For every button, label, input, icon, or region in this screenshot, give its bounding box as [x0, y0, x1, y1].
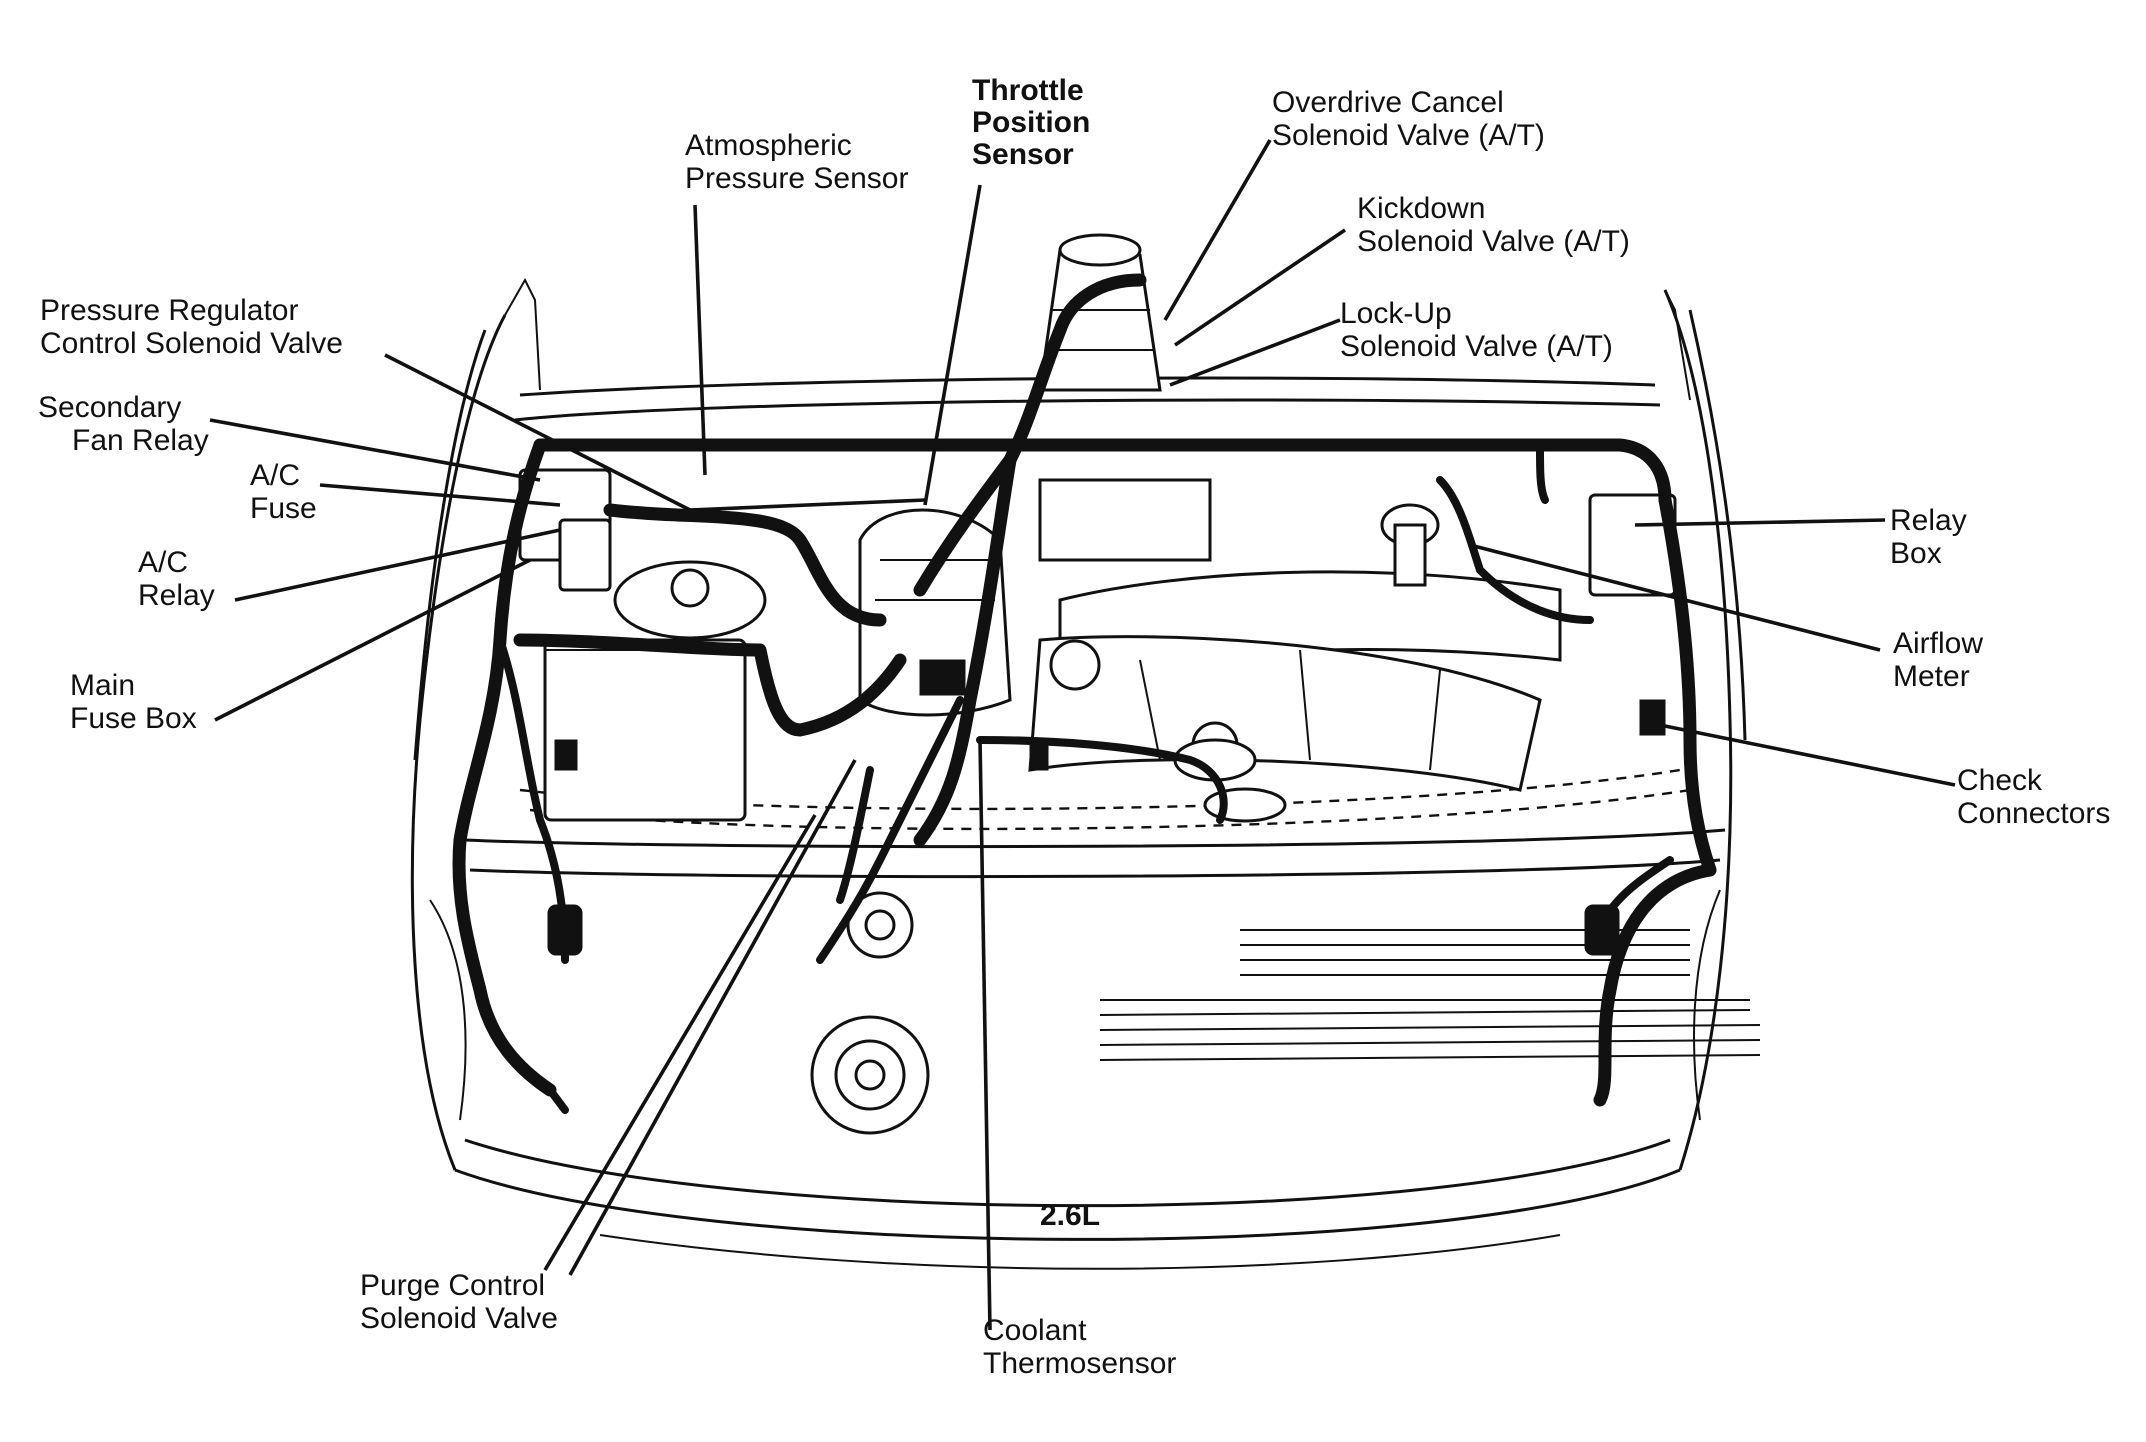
battery — [543, 638, 747, 822]
label-main-fuse-box: Main Fuse Box — [70, 669, 197, 735]
label-lock-up-solenoid-valve: Lock-Up Solenoid Valve (A/T) — [1340, 297, 1613, 363]
label-airflow-meter: Airflow Meter — [1893, 627, 1991, 693]
engine-components — [518, 233, 1677, 1135]
label-check-connectors: Check Connectors — [1957, 764, 2110, 830]
label-throttle-position-sensor: Throttle Position Sensor — [972, 74, 1099, 171]
wiring-harness — [452, 273, 1717, 1114]
label-relay-box: Relay Box — [1890, 504, 1975, 570]
label-pressure-regulator-control-solenoid-valve: Pressure Regulator Control Solenoid Valv… — [40, 294, 343, 360]
label-kickdown-solenoid-valve: Kickdown Solenoid Valve (A/T) — [1357, 192, 1630, 258]
label-purge-control-solenoid-valve: Purge Control Solenoid Valve — [360, 1269, 558, 1335]
label-coolant-thermosensor: Coolant Thermosensor — [983, 1314, 1176, 1380]
label-secondary-fan-relay: Secondary Fan Relay — [38, 391, 209, 457]
leader-lines — [209, 139, 1956, 1331]
engine-displacement-label: 2.6L — [1040, 1199, 1100, 1232]
label-ac-fuse: A/C Fuse — [250, 459, 317, 525]
component-labels: Throttle Position Sensor Atmospheric Pre… — [38, 74, 2110, 1380]
label-atmospheric-pressure-sensor: Atmospheric Pressure Sensor — [685, 129, 908, 195]
label-overdrive-cancel-solenoid-valve: Overdrive Cancel Solenoid Valve (A/T) — [1272, 86, 1545, 152]
label-ac-relay: A/C Relay — [138, 546, 215, 612]
